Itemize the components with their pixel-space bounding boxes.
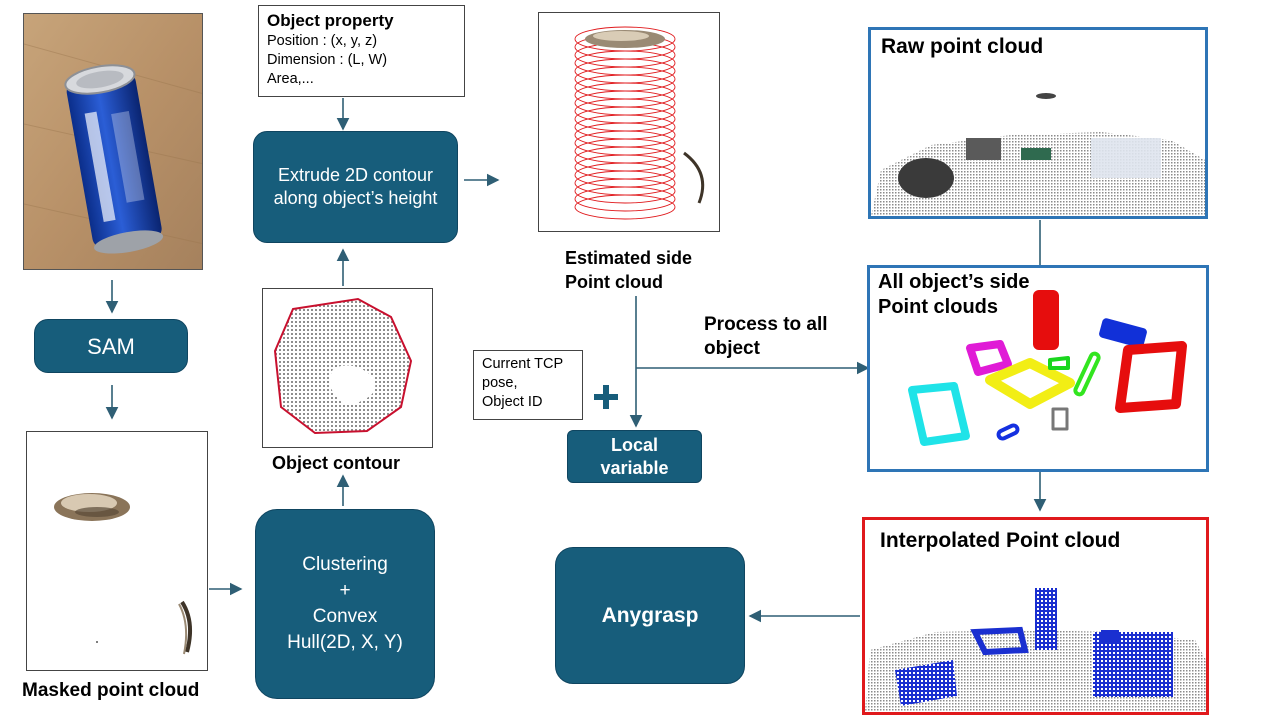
raw-point-cloud-panel: Raw point cloud	[868, 27, 1208, 219]
interpolated-point-cloud-panel: Interpolated Point cloud	[862, 517, 1209, 715]
contour-caption: Object contour	[272, 453, 401, 473]
object-property-box: Object property Position : (x, y, z) Dim…	[258, 5, 465, 97]
can-photo	[23, 13, 203, 270]
interpolated-panel-title: Interpolated Point cloud	[880, 529, 1121, 552]
masked-caption: Masked point cloud	[22, 680, 200, 701]
clustering-node: Clustering + Convex Hull(2D, X, Y)	[255, 509, 435, 699]
all-side-panel-title: All object’s side Point clouds	[878, 271, 1030, 318]
local-variable-label: Local variable	[600, 434, 669, 478]
extrude-label: Extrude 2D contour along object’s height	[273, 165, 438, 208]
object-contour-image	[262, 288, 433, 448]
clustering-label: Clustering + Convex Hull(2D, X, Y)	[287, 554, 403, 653]
sam-label: SAM	[87, 333, 135, 359]
object-property-line-2: Dimension : (L, W)	[267, 52, 388, 68]
object-property-title: Object property	[267, 11, 394, 30]
tcp-line-3: Object ID	[482, 394, 543, 410]
tcp-line-1: Current TCP	[482, 356, 564, 372]
estimated-caption: Estimated side Point cloud	[565, 248, 693, 292]
raw-panel-title: Raw point cloud	[881, 35, 1044, 58]
object-property-line-1: Position : (x, y, z)	[267, 33, 378, 49]
tcp-line-2: pose,	[482, 375, 518, 391]
plus-icon	[592, 383, 620, 411]
sam-node: SAM	[34, 319, 188, 373]
masked-point-cloud-image	[26, 431, 208, 671]
estimated-side-image	[538, 12, 720, 232]
all-side-point-cloud-panel: All object’s side Point clouds	[867, 265, 1209, 472]
extrude-node: Extrude 2D contour along object’s height	[253, 131, 458, 243]
local-variable-node: Local variable	[567, 430, 702, 483]
anygrasp-node: Anygrasp	[555, 547, 745, 684]
anygrasp-label: Anygrasp	[601, 603, 699, 627]
object-property-line-3: Area,...	[267, 71, 314, 87]
tcp-info-box: Current TCP pose, Object ID	[473, 350, 583, 420]
process-caption: Process to all object	[704, 314, 828, 359]
